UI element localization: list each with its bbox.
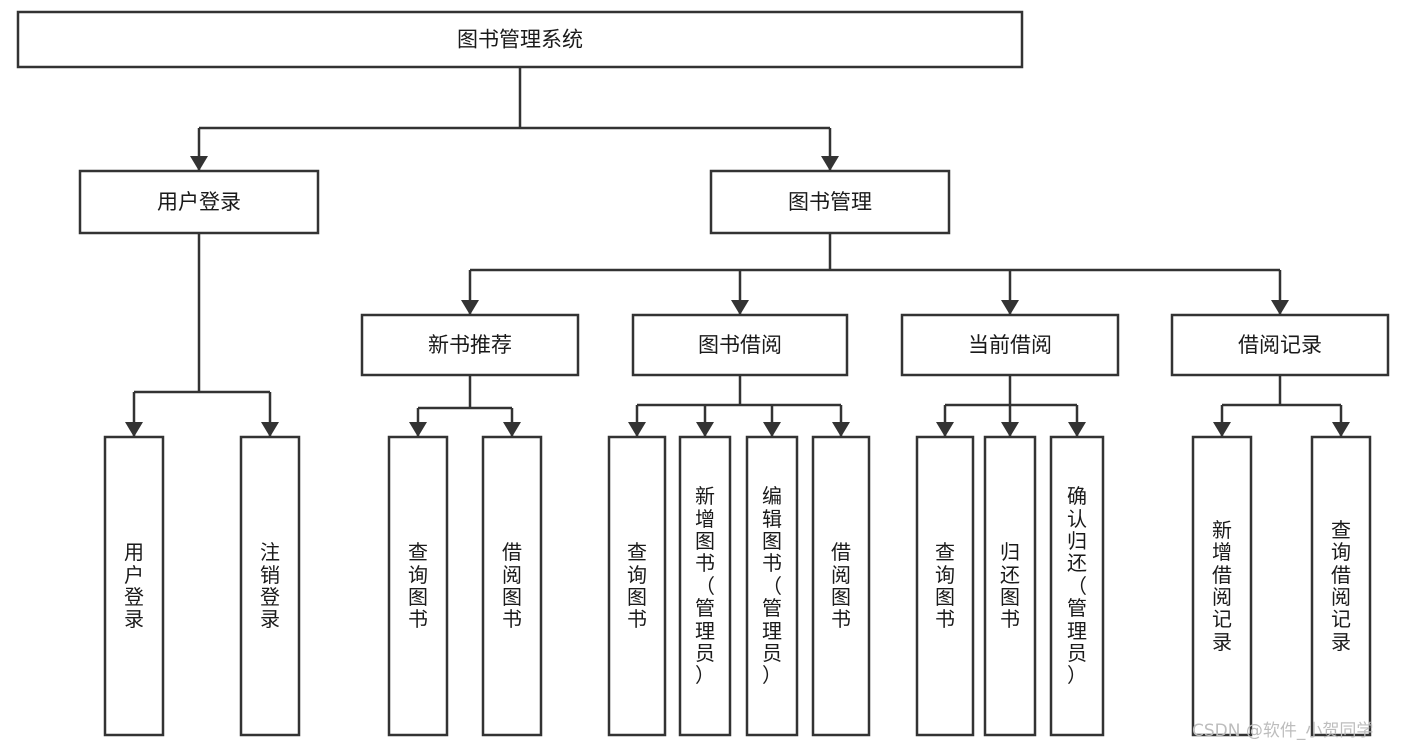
node-user-login[interactable]: 用户登录 [78, 169, 320, 235]
node-box-leaf-query-book-recommend [387, 435, 449, 737]
arrow-head-icon [503, 422, 521, 437]
arrow-head-icon [409, 422, 427, 437]
node-leaf-query-book-borrow[interactable] [607, 435, 667, 737]
node-box-leaf-borrow-book [811, 435, 871, 737]
node-leaf-return-book[interactable] [983, 435, 1037, 737]
node-label-root: 图书管理系统 [457, 28, 583, 52]
edge-group-borrow-record [1213, 375, 1350, 437]
node-label-book-manage: 图书管理 [788, 190, 872, 214]
node-leaf-add-borrow-record[interactable] [1191, 435, 1253, 737]
arrow-head-icon [1213, 422, 1231, 437]
node-box-leaf-add-borrow-record [1191, 435, 1253, 737]
node-leaf-query-book-current[interactable] [915, 435, 975, 737]
edge-group-user-login [125, 233, 279, 437]
node-box-leaf-borrow-book-recommend [481, 435, 543, 737]
node-box-leaf-add-book [678, 435, 732, 737]
node-label-book-borrow: 图书借阅 [698, 333, 782, 357]
node-label-borrow-record: 借阅记录 [1238, 333, 1322, 357]
edge-group-current-borrow [936, 375, 1086, 437]
node-leaf-borrow-book[interactable] [811, 435, 871, 737]
node-box-leaf-query-book-current [915, 435, 975, 737]
node-box-leaf-edit-book [745, 435, 799, 737]
node-book-borrow[interactable]: 图书借阅 [631, 313, 849, 377]
node-new-book-recommend[interactable]: 新书推荐 [360, 313, 580, 377]
node-box-user-login [78, 169, 320, 235]
edge-group-root [190, 67, 839, 171]
arrow-head-icon [763, 422, 781, 437]
edge-group-book-borrow [628, 375, 850, 437]
node-root[interactable]: 图书管理系统 [16, 10, 1024, 69]
connectors-layer [125, 67, 1350, 437]
node-leaf-query-borrow-record[interactable] [1310, 435, 1372, 737]
edge-group-new-book-recommend [409, 375, 521, 437]
node-box-leaf-confirm-return [1049, 435, 1105, 737]
edge-group-book-manage [461, 233, 1289, 315]
arrow-head-icon [1332, 422, 1350, 437]
node-leaf-add-book[interactable] [678, 435, 732, 737]
arrow-head-icon [1001, 422, 1019, 437]
arrow-head-icon [125, 422, 143, 437]
node-book-manage[interactable]: 图书管理 [709, 169, 951, 235]
node-label-user-login: 用户登录 [157, 190, 241, 214]
arrow-head-icon [731, 300, 749, 315]
node-leaf-confirm-return[interactable] [1049, 435, 1105, 737]
node-box-leaf-user-login [103, 435, 165, 737]
node-leaf-edit-book[interactable] [745, 435, 799, 737]
node-borrow-record[interactable]: 借阅记录 [1170, 313, 1390, 377]
node-box-leaf-query-book-borrow [607, 435, 667, 737]
node-leaf-user-logout[interactable] [239, 435, 301, 737]
node-leaf-query-book-recommend[interactable] [387, 435, 449, 737]
arrow-head-icon [261, 422, 279, 437]
watermark-text: CSDN @软件_小贺同学 [1192, 721, 1374, 741]
node-box-leaf-user-logout [239, 435, 301, 737]
node-box-borrow-record [1170, 313, 1390, 377]
arrow-head-icon [936, 422, 954, 437]
arrow-head-icon [461, 300, 479, 315]
arrow-head-icon [832, 422, 850, 437]
node-box-book-manage [709, 169, 951, 235]
node-box-new-book-recommend [360, 313, 580, 377]
node-leaf-user-login[interactable] [103, 435, 165, 737]
arrow-head-icon [190, 156, 208, 171]
node-label-current-borrow: 当前借阅 [968, 333, 1052, 357]
node-box-current-borrow [900, 313, 1120, 377]
node-box-book-borrow [631, 313, 849, 377]
arrow-head-icon [696, 422, 714, 437]
arrow-head-icon [821, 156, 839, 171]
node-box-leaf-return-book [983, 435, 1037, 737]
arrow-head-icon [1068, 422, 1086, 437]
node-box-root [16, 10, 1024, 69]
node-leaf-borrow-book-recommend[interactable] [481, 435, 543, 737]
node-current-borrow[interactable]: 当前借阅 [900, 313, 1120, 377]
node-box-leaf-query-borrow-record [1310, 435, 1372, 737]
arrow-head-icon [628, 422, 646, 437]
node-label-new-book-recommend: 新书推荐 [428, 333, 512, 357]
arrow-head-icon [1001, 300, 1019, 315]
arrow-head-icon [1271, 300, 1289, 315]
